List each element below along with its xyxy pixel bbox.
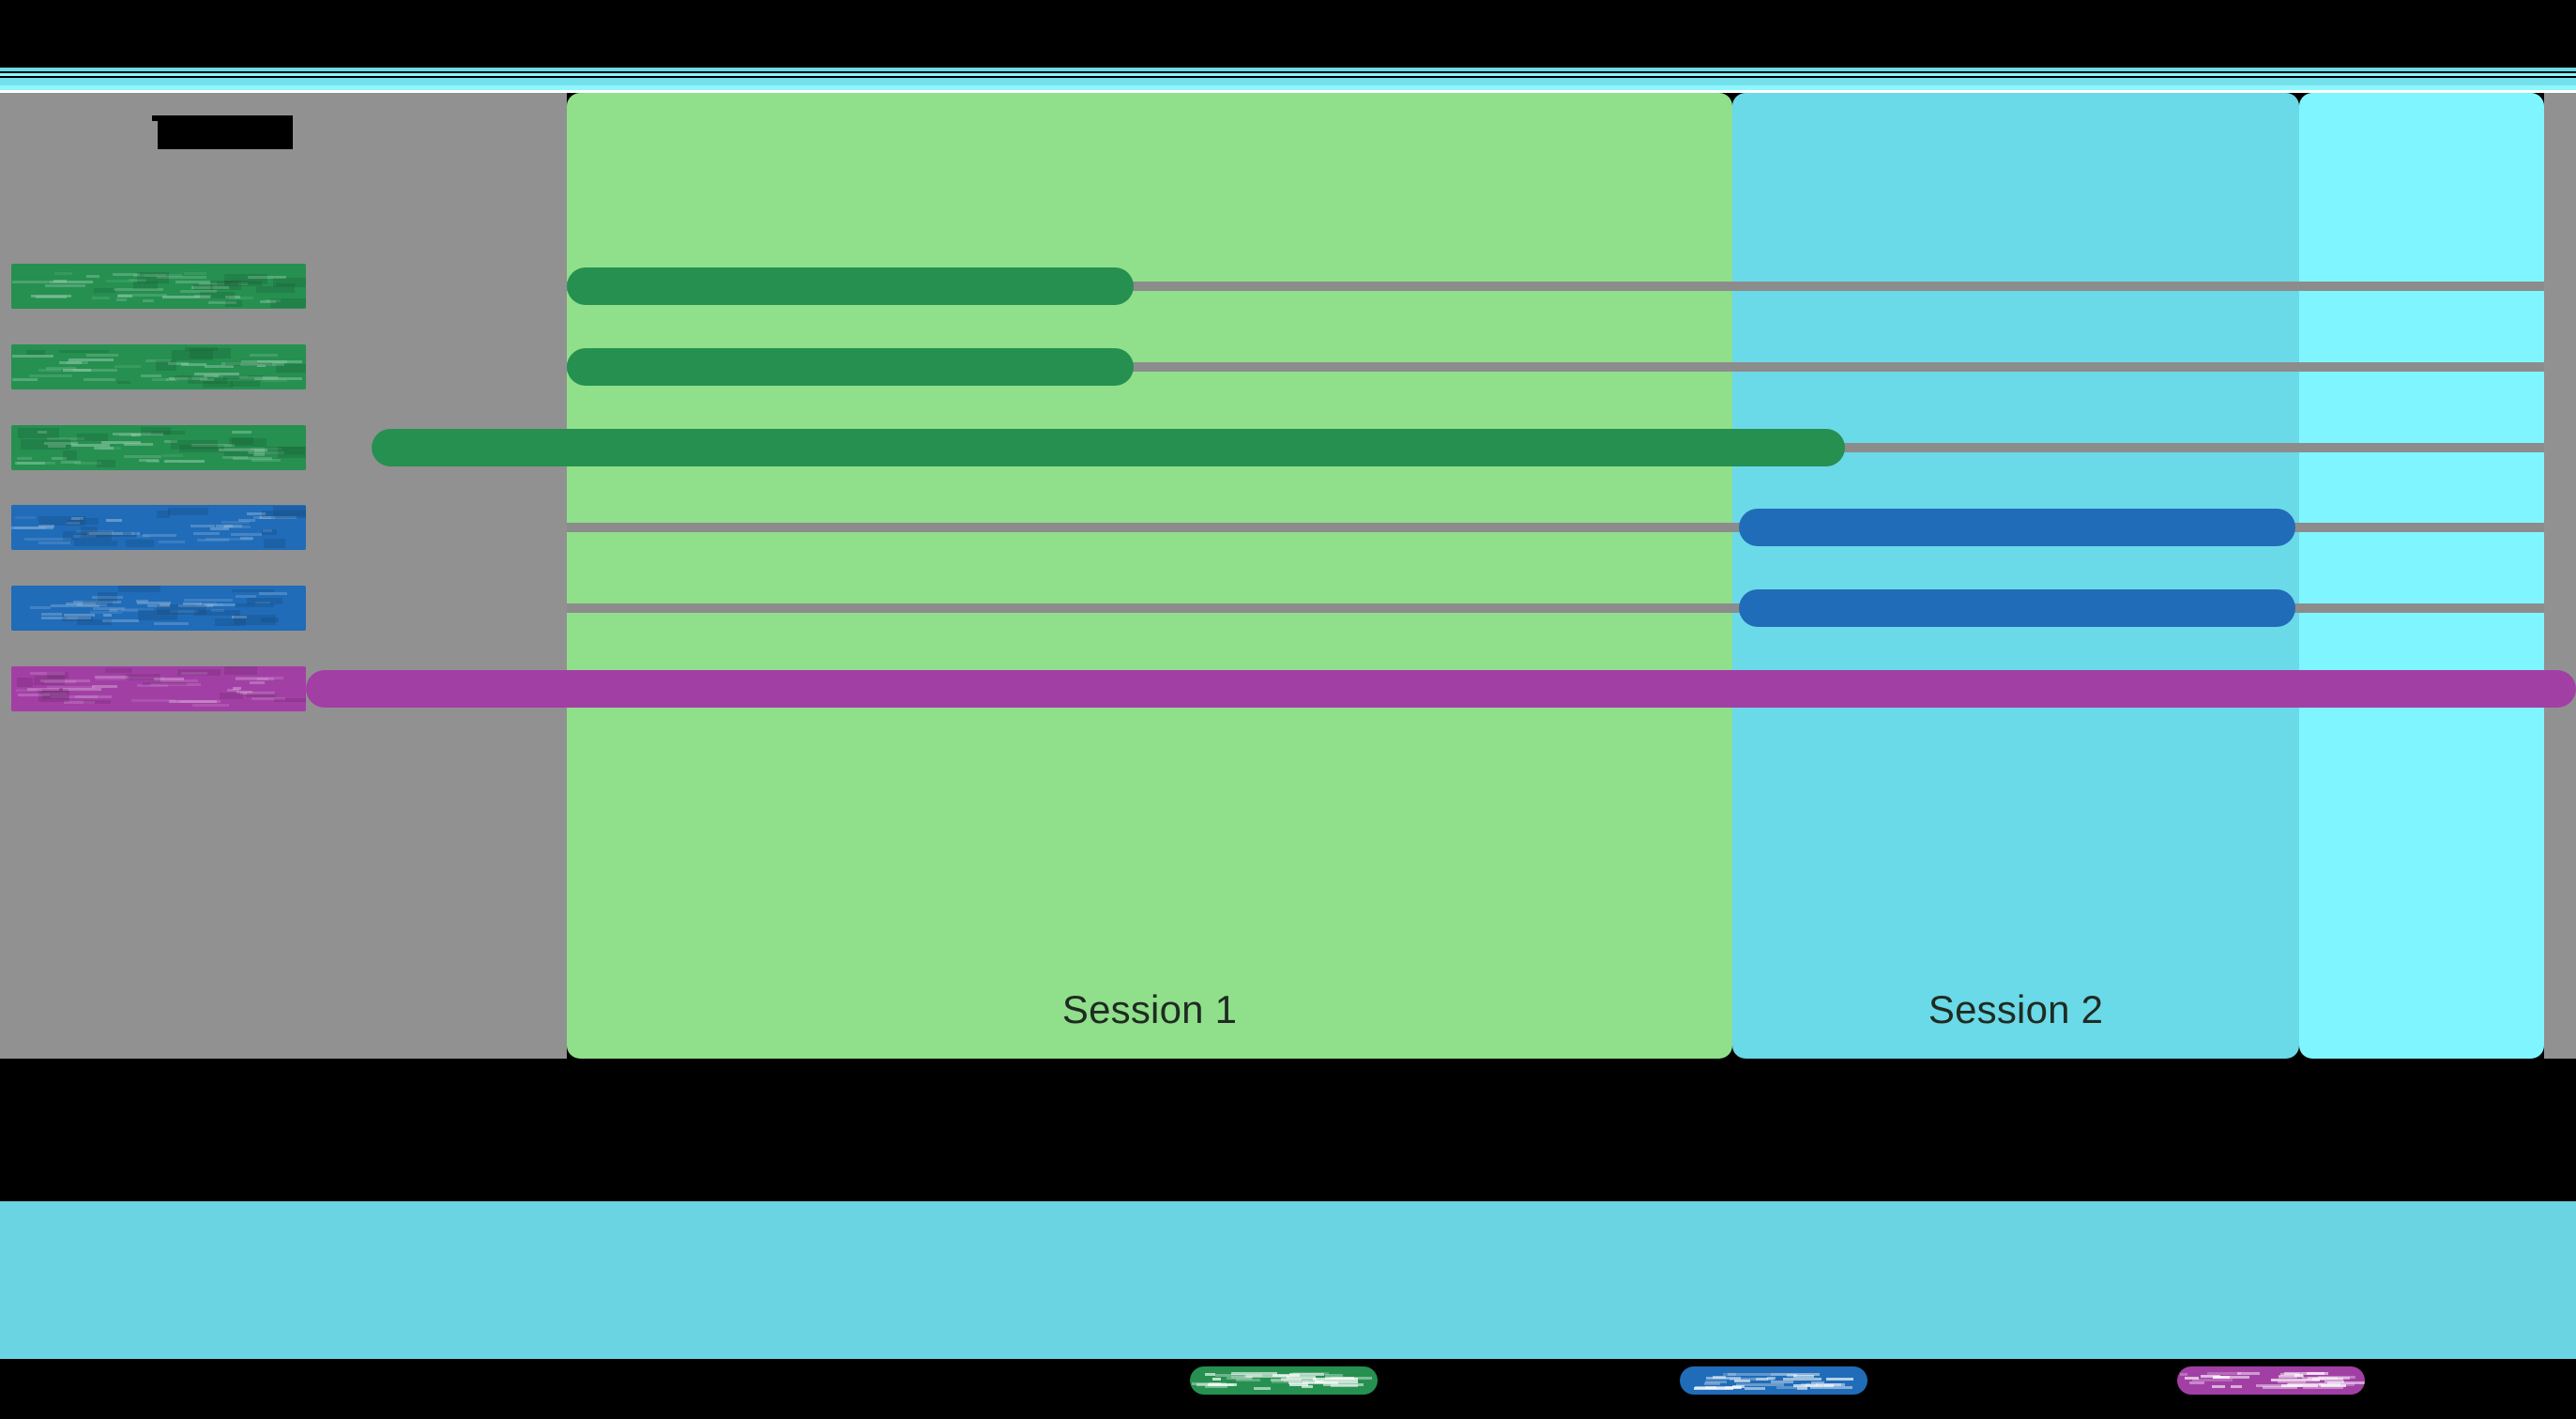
gantt-bar-5[interactable]: [1739, 589, 2295, 627]
session-band-label: Session 2: [1928, 987, 2104, 1031]
top-rule-5: [0, 90, 2576, 93]
gridline-row-1: [567, 362, 2544, 372]
obscured-text-glyphs: [11, 425, 306, 470]
obscured-text-glyphs: [11, 505, 306, 550]
chart-footer-band: [0, 1201, 2576, 1377]
obscured-text-glyphs: [11, 666, 306, 711]
legend-swatch-3: [2177, 1366, 2365, 1395]
gridline-row-0: [567, 282, 2544, 291]
top-rule-2: [0, 73, 2576, 76]
top-rule-3: [0, 78, 2576, 85]
row-label-4[interactable]: [11, 505, 306, 550]
gridline-row-3: [567, 523, 2544, 532]
row-label-1[interactable]: [11, 264, 306, 309]
session-band-label: Session 1: [1061, 987, 1238, 1031]
gantt-bar-1[interactable]: [567, 267, 1134, 305]
gantt-plot-area: Session 1 Session 2: [0, 93, 2576, 1201]
legend-swatch-2: [1680, 1366, 1867, 1395]
plot-right-margin: [2544, 93, 2576, 1059]
gantt-bar-3[interactable]: [372, 429, 1845, 466]
row-label-5[interactable]: [11, 586, 306, 631]
row-label-gutter: [0, 93, 567, 1059]
top-rule-4: [0, 85, 2576, 90]
title-redaction-nub: [152, 115, 161, 121]
chart-title-redaction: [152, 115, 293, 149]
gantt-bar-2[interactable]: [567, 348, 1134, 386]
row-label-3[interactable]: [11, 425, 306, 470]
chart-legend: [0, 1359, 2576, 1419]
row-label-2[interactable]: [11, 344, 306, 389]
session-band-3[interactable]: [2299, 93, 2544, 1059]
gantt-bar-6[interactable]: [306, 670, 2576, 708]
gridline-row-4: [567, 603, 2544, 613]
top-rule-1: [0, 68, 2576, 71]
gantt-bar-4[interactable]: [1739, 509, 2295, 546]
obscured-text-glyphs: [11, 264, 306, 309]
obscured-text-glyphs: [11, 586, 306, 631]
session-band-2[interactable]: Session 2: [1732, 93, 2299, 1059]
legend-item-3[interactable]: [2177, 1366, 2365, 1395]
obscured-text-glyphs: [11, 344, 306, 389]
legend-swatch-1: [1190, 1366, 1378, 1395]
legend-item-1[interactable]: [1190, 1366, 1378, 1395]
legend-item-2[interactable]: [1680, 1366, 1867, 1395]
row-label-6[interactable]: [11, 666, 306, 711]
session-band-1[interactable]: Session 1: [567, 93, 1732, 1059]
